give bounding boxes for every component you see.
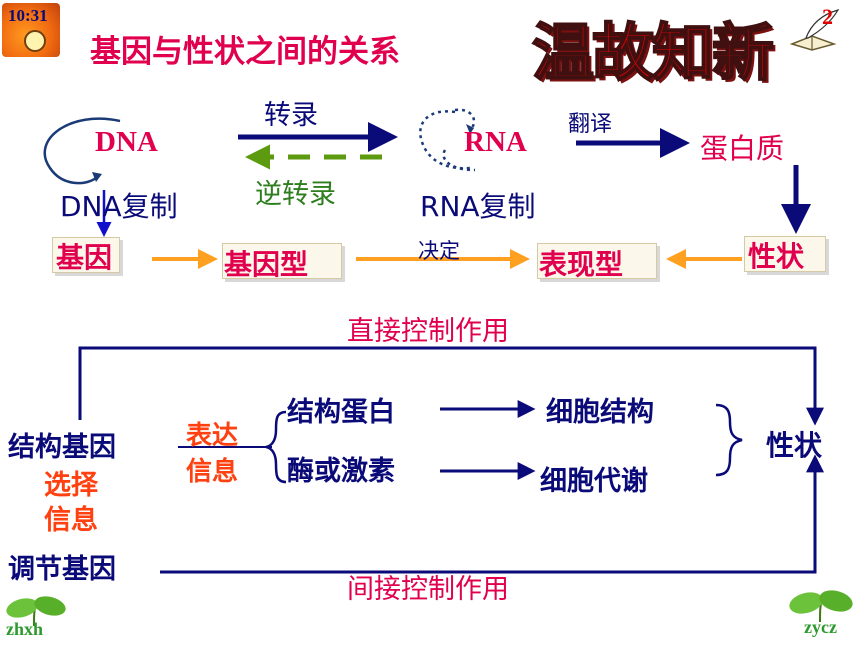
phenotype-label: 表现型 xyxy=(539,248,624,281)
transcription-label: 转录 xyxy=(264,100,318,131)
select-info-label-2: 信息 xyxy=(44,505,98,536)
dna-replication-label: DNA复制 xyxy=(60,190,178,223)
genotype-box xyxy=(222,243,342,279)
cell-metabolism-label: 细胞代谢 xyxy=(540,466,648,497)
sprout-icon-left xyxy=(4,594,68,628)
clock-time: 10:31 xyxy=(8,6,48,25)
structural-protein-label: 结构蛋白 xyxy=(287,397,395,428)
trait-box xyxy=(744,236,826,272)
express-bracket xyxy=(265,410,287,484)
enzyme-hormone-label: 酶或激素 xyxy=(287,456,395,487)
cell-structure-label: 细胞结构 xyxy=(546,397,654,428)
page-title: 基因与性状之间的关系 xyxy=(90,34,400,70)
page-number: 2 xyxy=(822,4,833,29)
phenotype-box xyxy=(537,243,657,279)
protein-label: 蛋白质 xyxy=(700,132,785,165)
translation-label: 翻译 xyxy=(568,112,613,137)
direct-control-line xyxy=(78,346,824,426)
trait-bracket xyxy=(715,403,743,477)
rna-replication-loop xyxy=(419,110,471,170)
footer-mark-left: zhxh xyxy=(6,619,44,639)
gene-box xyxy=(52,237,120,273)
express-label-2: 信息 xyxy=(186,457,239,487)
reverse-transcription-label: 逆转录 xyxy=(255,179,336,210)
structural-gene-label: 结构基因 xyxy=(8,432,116,463)
trait-label-upper: 性状 xyxy=(748,240,805,273)
select-info-label-1: 选择 xyxy=(44,470,98,501)
trait-label-lower: 性状 xyxy=(766,429,823,462)
rna-replication-label: RNA复制 xyxy=(420,190,536,223)
gene-label: 基因 xyxy=(56,241,113,274)
clock-face-icon xyxy=(24,30,46,52)
decide-label: 决定 xyxy=(418,239,460,263)
genotype-label: 基因型 xyxy=(224,248,309,281)
rna-label: RNA xyxy=(464,126,527,158)
footer-mark-right: zycz xyxy=(804,617,837,637)
direct-control-label: 直接控制作用 xyxy=(347,316,509,347)
indirect-control-line xyxy=(160,454,824,574)
banner-title: 温故知新 xyxy=(531,15,775,90)
indirect-control-label: 间接控制作用 xyxy=(347,574,509,605)
express-label-1: 表达 xyxy=(186,421,239,451)
regulatory-gene-label: 调节基因 xyxy=(8,554,116,585)
dna-replication-loop xyxy=(43,117,121,185)
sprout-icon-right xyxy=(786,588,856,624)
dna-label: DNA xyxy=(95,126,158,158)
quill-book-icon xyxy=(782,8,842,52)
